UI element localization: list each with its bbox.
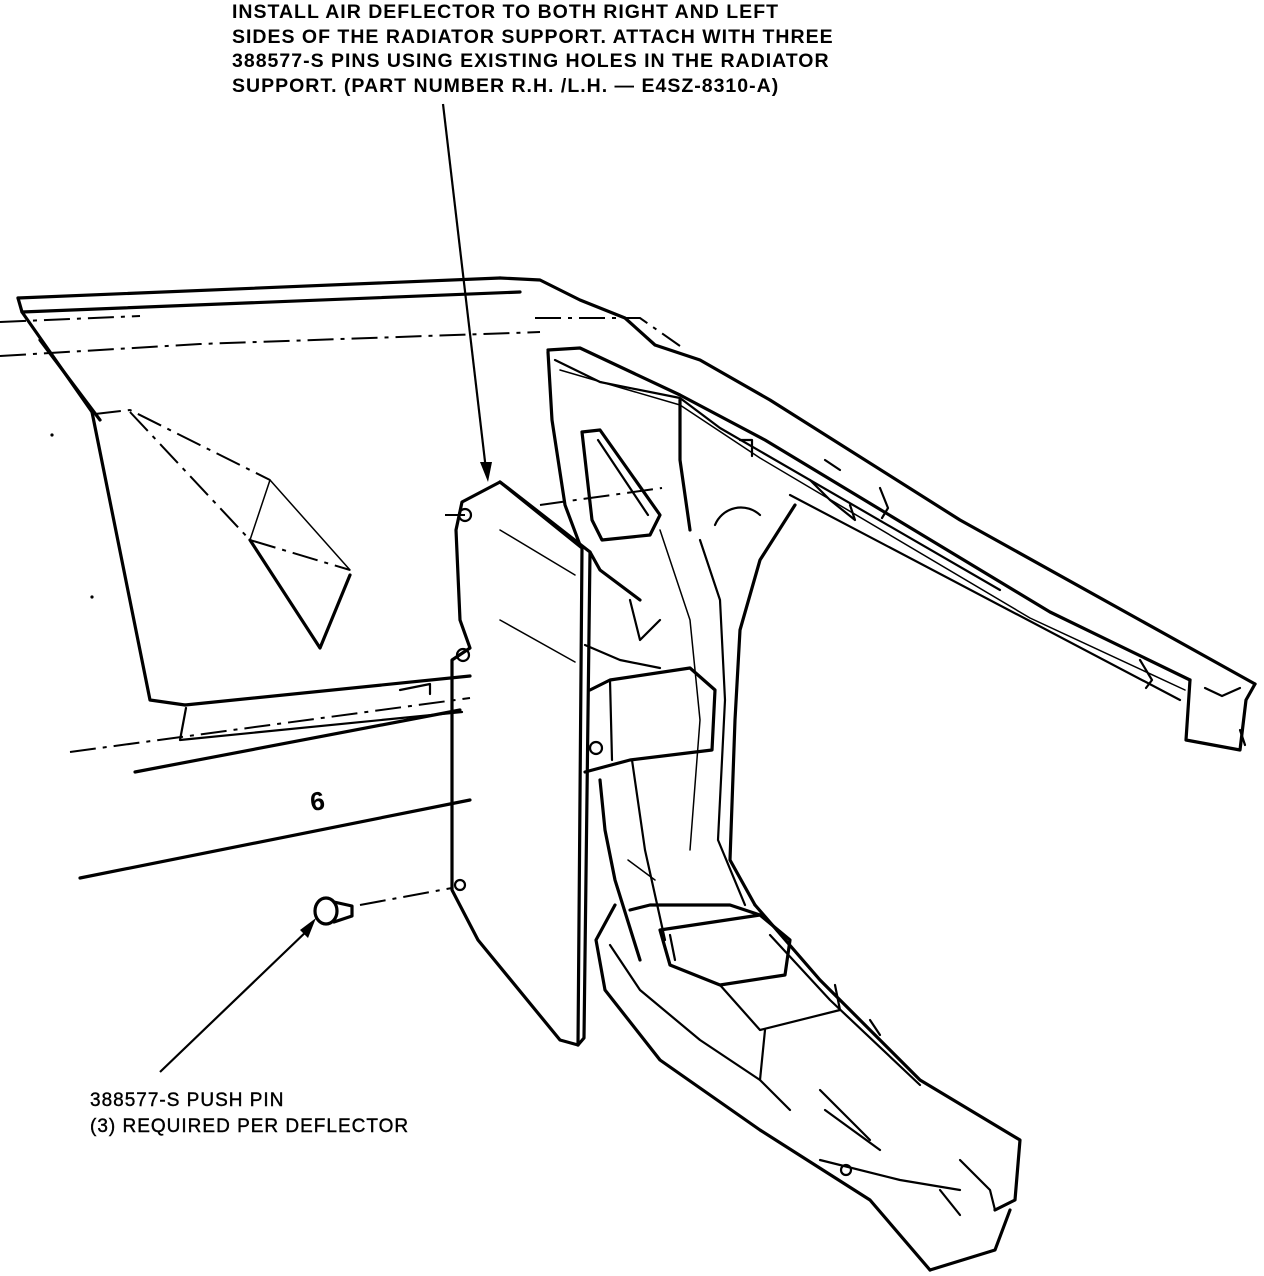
push-pin-callout-line-2: (3) REQUIRED PER DEFLECTOR (90, 1116, 410, 1137)
lower-rail (594, 903, 1022, 1272)
radiator-support (498, 276, 1257, 962)
fender-apron (0, 276, 541, 880)
deflector-leader-arrow (441, 103, 492, 482)
air-deflector-callout: INSTALL AIR DEFLECTOR TO BOTH RIGHT AND … (232, 0, 834, 98)
air-deflector-callout-line-1: INSTALL AIR DEFLECTOR TO BOTH RIGHT AND … (232, 1, 780, 23)
panel-mark: 6 (308, 785, 327, 817)
air-deflector-callout-line-3: 388577-S PINS USING EXISTING HOLES IN TH… (232, 50, 830, 72)
push-pin (313, 896, 354, 926)
air-deflector-panel (450, 480, 592, 1047)
air-deflector-callout-line-4: SUPPORT. (PART NUMBER R.H. /L.H. — E4SZ-… (232, 74, 780, 97)
push-pin-callout-line-1: 388577-S PUSH PIN (90, 1090, 285, 1111)
push-pin-callout: 388577-S PUSH PIN (3) REQUIRED PER DEFLE… (90, 1088, 409, 1140)
air-deflector-callout-line-2: SIDES OF THE RADIATOR SUPPORT. ATTACH WI… (232, 25, 834, 48)
push-pin-leader-arrow (159, 918, 316, 1073)
